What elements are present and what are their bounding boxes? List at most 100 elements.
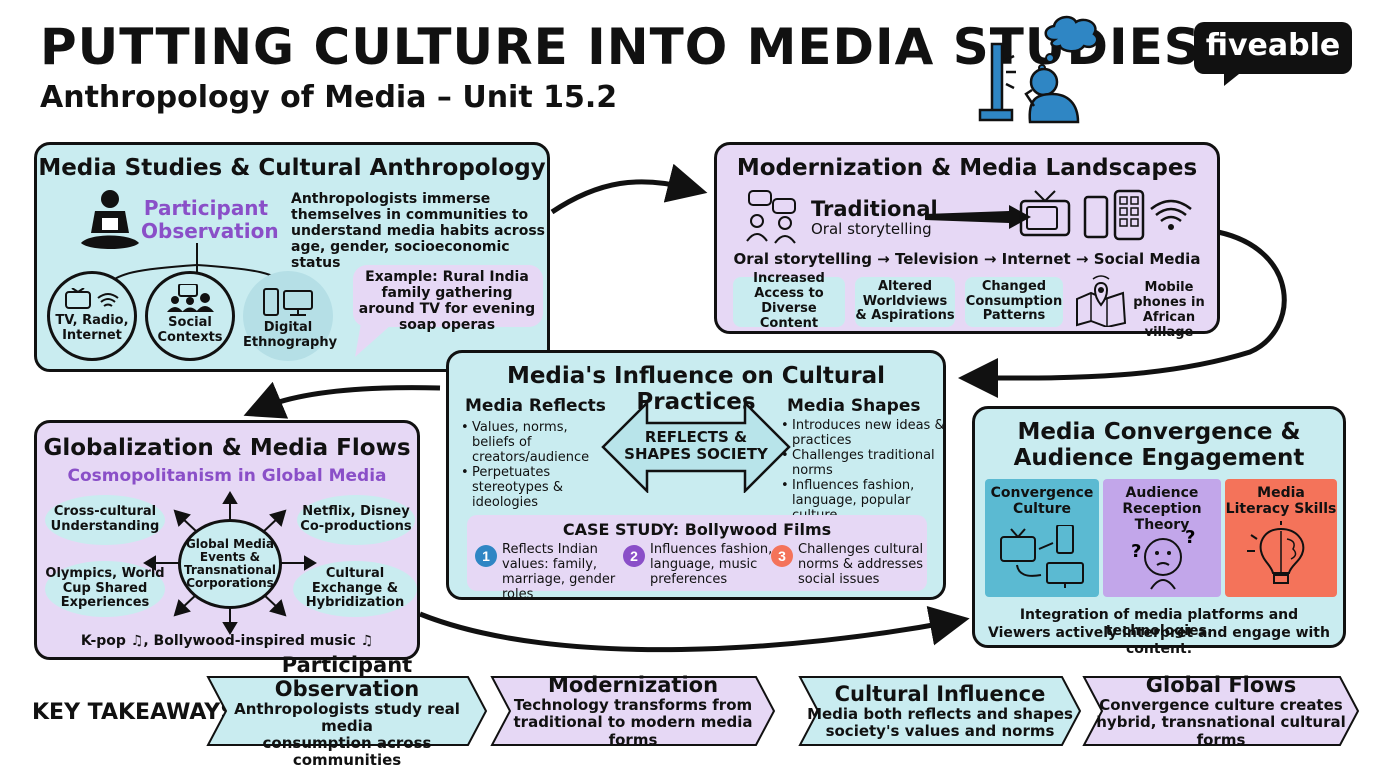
phone-computer-icon <box>263 288 313 316</box>
node-olympics: Olympics, World Cup Shared Experiences <box>45 561 165 617</box>
modern-devices-icons <box>1019 189 1192 241</box>
reflects-title: Media Reflects <box>465 396 606 416</box>
case-item-1: 1 Reflects Indian values: family, marria… <box>475 542 625 603</box>
card-media-literacy: Media Literacy Skills <box>1225 479 1337 597</box>
reflects-item: Perpetuates stereotypes & ideologies <box>461 465 611 511</box>
globalization-panel: Globalization & Media Flows Cosmopolitan… <box>34 420 420 660</box>
effect-consumption: Changed Consumption Patterns <box>965 277 1063 327</box>
circle-label: Digital Ethnography <box>243 320 338 350</box>
modernization-panel: Modernization & Media Landscapes Traditi… <box>714 142 1220 340</box>
influence-panel: Media's Influence on Cultural Practices … <box>446 350 947 602</box>
circle-label: TV, Radio, Internet <box>55 313 129 343</box>
page-title: PUTTING CULTURE INTO MEDIA STUDIES <box>40 18 1201 76</box>
case-item-text: Reflects Indian values: family, marriage… <box>502 542 616 602</box>
shapes-item: Challenges traditional norms <box>781 448 947 479</box>
arrow-modernization-to-influence <box>958 229 1287 399</box>
lightbulb-brain-icon <box>1247 521 1305 584</box>
devices-convergence-icon <box>1000 525 1084 588</box>
circle-social-contexts: Social Contexts <box>145 271 235 361</box>
takeaway-global-flows: Global Flows Convergence culture creates… <box>1082 673 1360 749</box>
card-title: Convergence Culture <box>990 485 1094 518</box>
shapes-title: Media Shapes <box>787 396 921 416</box>
number-badge: 2 <box>623 545 645 567</box>
takeaway-line: Media both reflects and shapes <box>807 704 1073 723</box>
mobile-phones-example: Mobile phones in African village <box>1133 280 1205 340</box>
reflects-item: Values, norms, beliefs of creators/audie… <box>461 420 611 466</box>
takeaway-line: Anthropologists study real media <box>234 699 460 735</box>
takeaway-line: Convergence culture creates <box>1099 696 1343 715</box>
takeaway-title: Participant Observation <box>274 652 420 701</box>
shapes-list: Introduces new ideas & practices Challen… <box>781 418 947 524</box>
svg-text:?: ? <box>1131 541 1141 562</box>
effect-access: Increased Access to Diverse Content <box>733 271 845 331</box>
reflects-list: Values, norms, beliefs of creators/audie… <box>461 420 611 511</box>
media-studies-title: Media Studies & Cultural Anthropology <box>38 155 546 181</box>
logo-text: fiveable <box>1205 28 1341 63</box>
takeaway-participant-observation: Participant Observation Anthropologists … <box>206 653 488 768</box>
takeaway-line: traditional to modern media forms <box>513 713 753 749</box>
node-cross-cultural: Cross-cultural Understanding <box>45 495 165 545</box>
convergence-summary-1: Integration of media platforms and techn… <box>1019 607 1299 640</box>
shapes-item: Introduces new ideas & practices <box>781 418 947 449</box>
person-reading-icon <box>81 190 139 249</box>
influence-title: Media's Influence on Cultural Practices <box>506 363 886 415</box>
arrow-globalization-to-convergence <box>419 606 970 653</box>
thinking-face-icon: ? ? <box>1131 527 1195 590</box>
takeaway-line: consumption across communities <box>262 734 432 768</box>
case-item-2: 2 Influences fashion, language, music pr… <box>623 542 773 588</box>
takeaway-line: Technology transforms from <box>513 696 753 715</box>
conversation-icon <box>746 190 796 244</box>
convergence-title-line2: Audience Engagement <box>1013 445 1305 471</box>
arrow-media-to-modernization <box>550 163 708 215</box>
page-subtitle: Anthropology of Media – Unit 15.2 <box>40 80 618 115</box>
chevron-shape <box>206 676 488 746</box>
takeaway-modernization: Modernization Technology transforms from… <box>490 673 776 749</box>
thinking-person-icon <box>978 15 1099 124</box>
globalization-subtitle: Cosmopolitanism in Global Media <box>67 466 387 486</box>
traditional-sub: Oral storytelling <box>811 220 932 238</box>
case-study-title: CASE STUDY: Bollywood Films <box>562 520 832 539</box>
case-item-3: 3 Challenges cultural norms & addresses … <box>771 542 925 588</box>
circle-label: Social Contexts <box>157 315 223 345</box>
group-icon <box>167 283 214 312</box>
media-studies-description: Anthropologists immerse themselves in co… <box>291 191 545 272</box>
svg-text:?: ? <box>1185 527 1195 548</box>
example-text: Example: Rural India family gathering ar… <box>358 269 536 334</box>
node-netflix-disney: Netflix, Disney Co-productions <box>297 495 415 545</box>
chevron-shape <box>490 676 776 746</box>
fiveable-logo[interactable]: fiveable <box>1194 22 1352 86</box>
case-item-text: Influences fashion, language, music pref… <box>650 542 773 587</box>
media-studies-panel: Media Studies & Cultural Anthropology Pa… <box>34 142 550 372</box>
card-title: Audience Reception Theory <box>1122 485 1202 534</box>
case-item-text: Challenges cultural norms & addresses so… <box>798 542 924 587</box>
traditional-label: Traditional <box>811 197 938 221</box>
chevron-shape <box>798 676 1082 746</box>
takeaway-line: society's values and norms <box>825 722 1055 740</box>
arrow-influence-to-globalization <box>243 381 441 419</box>
reflects-shapes-label: REFLECTS & SHAPES SOCIETY <box>624 428 768 464</box>
takeaway-title: Cultural Influence <box>834 681 1046 706</box>
node-cultural-exchange: Cultural Exchange & Hybridization <box>293 561 417 617</box>
card-audience-reception: Audience Reception Theory ? ? <box>1103 479 1221 597</box>
example-bubble <box>353 265 543 357</box>
key-takeaways-label: KEY TAKEAWAYS <box>32 700 237 725</box>
circle-tv-radio-internet: TV, Radio, Internet <box>47 271 137 361</box>
case-study-box: CASE STUDY: Bollywood Films 1 Reflects I… <box>467 515 927 602</box>
music-examples: K-pop ♫, Bollywood-inspired music ♫ <box>80 633 374 649</box>
chevron-shape <box>1082 676 1360 746</box>
card-convergence-culture: Convergence Culture <box>985 479 1099 597</box>
globalization-title: Globalization & Media Flows <box>43 435 411 461</box>
convergence-panel: Media Convergence & Audience Engagement … <box>972 406 1346 657</box>
convergence-summary-2: Viewers actively interpret and engage wi… <box>988 625 1330 658</box>
progress-arrow <box>925 205 1031 229</box>
participant-observation-label: Participant Observation <box>141 196 279 243</box>
takeaway-line: hybrid, transnational cultural forms <box>1096 713 1346 749</box>
map-location-icon <box>1076 275 1127 327</box>
takeaway-title: Global Flows <box>1145 673 1297 698</box>
card-title: Media Literacy Skills <box>1225 485 1337 518</box>
number-badge: 3 <box>771 545 793 567</box>
global-media-center: Global Media Events & Transnational Corp… <box>178 519 282 609</box>
tv-wifi-icon <box>65 287 119 309</box>
media-sequence: Oral storytelling → Television → Interne… <box>733 250 1201 268</box>
